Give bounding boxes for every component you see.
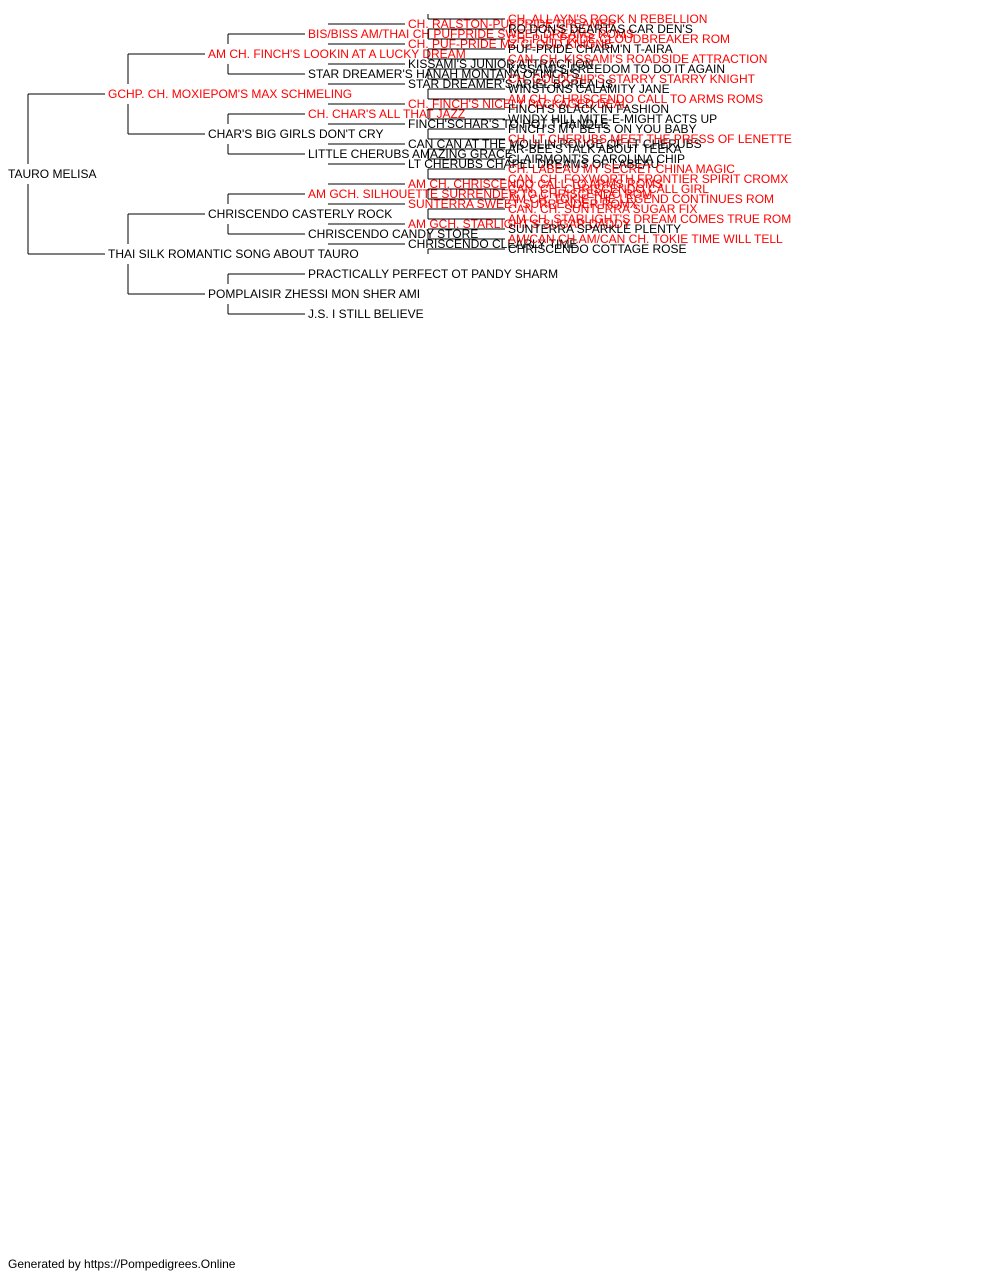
pedigree-name: CLAIRMONT'S CAROLINA CHIP [508,152,685,166]
pedigree-name: AM CH. CHRISCENDO CALL TO ARMS ROMS [408,177,663,191]
pedigree-name: SUNTERRA SWEET SURRENDER ROMX [408,197,638,211]
pedigree-name: CAN. CH. FOXWORTH FRONTIER SPIRIT CROMX [508,172,788,186]
pedigree-name: CHRISCENDO CASTERLY ROCK [208,207,392,221]
pedigree-name: AM/CAN CH.AM/CAN CH. TOKIE TIME WILL TEL… [508,232,783,246]
pedigree-name: CHAR'S BIG GIRLS DON'T CRY [208,127,384,141]
pedigree-name: CAN. CH. CHRISCENDO CALL GIRL [508,182,709,196]
pedigree-name: AR-BEE'S TALK ABOUT TEEKA [508,142,681,156]
pedigree-name: GCHP. CH. MOXIEPOM'S MAX SCHMELING [108,87,352,101]
pedigree-name: CH. PUF PRIDE CLOUDBREAKER ROM [508,32,730,46]
pedigree-name: LT CHERUBS CHAPEL DREAMS OF LABEAU [408,157,659,171]
pedigree-name: STAR DREAMER'S HANAH MONTANA OFINCH'S [308,67,580,81]
pedigree-name: WINSTONS CALAMITY JANE [508,82,670,96]
pedigree-name: CH. GOLDCHIP'S STARRY STARRY KNIGHT [508,72,756,86]
pedigree-name: PUF-PRIDE CHARM'N T-AIRA [508,42,673,56]
pedigree-name: CAN. CH. SUNTERRA SUGAR FIX [508,202,697,216]
pedigree-name: WINDY HILL MITE-E-MIGHT ACTS UP [508,112,717,126]
pedigree-name: STAR DREAMER'S ARIEL BOREALIS [408,77,613,91]
pedigree-name: KISSAMI'S JUNIOR ATTRACTION [408,57,593,71]
pedigree-name: CAN CAN AT THE MOULIN ROUGE OF LT CHERUB… [408,137,702,151]
pedigree-name: SUNTERRA SPARKLE PLENTY [508,222,681,236]
pedigree-name: CH. ALLAYN'S ROCK N REBELLION [508,12,707,26]
pedigree-name: CH. FINCH'S NICELY PACKAGED DEAL [408,97,629,111]
pedigree-name: RO DON'S DEARTAS CAR DEN'S [508,22,693,36]
pedigree-name: AM CH. CHRISCENDO CALL TO ARMS ROMS [508,92,763,106]
pedigree-name: THAI SILK ROMANTIC SONG ABOUT TAURO [108,247,359,261]
pedigree-name: AM CH. STARLIGHT'S DREAM COMES TRUE ROM [508,212,791,226]
pedigree-name: PRACTICALLY PERFECT OT PANDY SHARM [308,267,558,281]
pedigree-name: FINCH'SCHAR'S TO HOT T'HANDLE [408,117,609,131]
pedigree-name: CH. LABEAU MY SECRET CHINA MAGIC [508,162,735,176]
pedigree-name: POMPLAISIR ZHESSI MON SHER AMI [208,287,420,301]
pedigree-name: CAN. CH. KISSAMI'S ROADSIDE ATTRACTION [508,52,767,66]
pedigree-name: J.S. I STILL BELIEVE [308,307,424,321]
pedigree-name: CHRISCENDO COTTAGE ROSE [508,242,686,256]
pedigree-name: AM CH. FINCH'S LOOKIN AT A LUCKY DREAM [208,47,466,61]
pedigree-name: AM GCH. STARLIGHT'S SUGAR DADDY [408,217,631,231]
pedigree-name: CH. LT CHERUBS MEET THE PRESS OF LENETTE [508,132,792,146]
pedigree-name: AM CH. TOKIE THE LEGEND CONTINUES ROM [508,192,774,206]
pedigree-name: FINCH'S BLACK IN FASHION [508,102,669,116]
pedigree-name: CHRISCENDO CANDY STORE [308,227,478,241]
pedigree-name: FINCH'S MY BETS ON YOU BABY [508,122,697,136]
pedigree-name: CHRISCENDO CLEARLY TIME [408,237,577,251]
footer-credit: Generated by https://Pompedigrees.Online [8,1257,236,1271]
pedigree-name: CH. RALSTON-PUFPRIDE DREAMER [408,17,617,31]
pedigree-name: CH. PUF-PRIDE MZ CLOUD KNIGNE [408,37,612,51]
pedigree-name: AM GCH. SILHOUETTE SURRENDER TO CHRISCEN… [308,187,652,201]
pedigree-name: BIS/BISS AM/THAI CH PUFPRIDE SWEET DREAM… [308,27,634,41]
pedigree-name: LITTLE CHERUBS AMAZING GRACE [308,147,513,161]
pedigree-name: CH. CHAR'S ALL THAT JAZZ [308,107,465,121]
pedigree-name: KISSAMI'S FREEDOM TO DO IT AGAIN [508,62,725,76]
pedigree-name: TAURO MELISA [8,167,96,181]
